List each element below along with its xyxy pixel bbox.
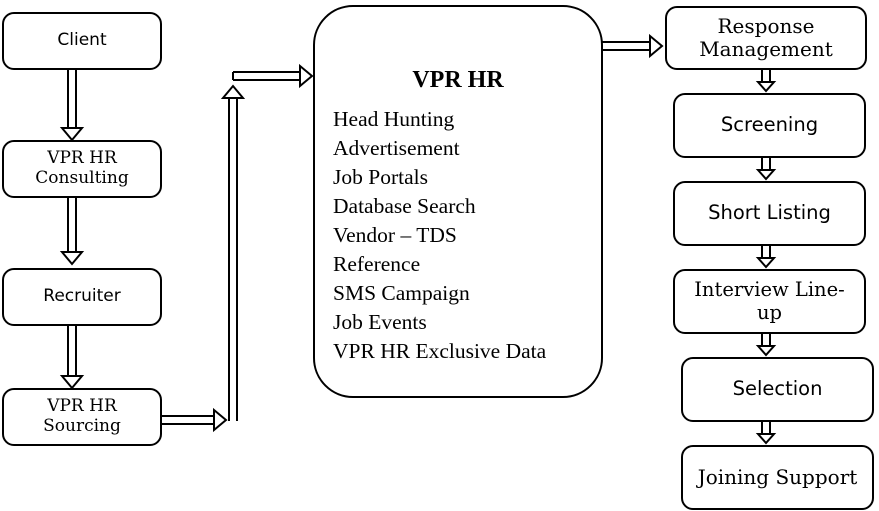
list-item: Database Search: [333, 194, 476, 218]
list-item: Head Hunting: [333, 107, 455, 131]
interview-line-up-label: Interview Line-up: [694, 278, 845, 324]
short-listing-label: Short Listing: [708, 201, 831, 225]
client-label: Client: [57, 30, 107, 51]
list-item: SMS Campaign: [333, 281, 470, 305]
arrow-interview-to-selection: [755, 333, 777, 357]
response-management-label: Response Management: [699, 14, 833, 61]
arrow-selection-to-joining: [755, 421, 777, 445]
recruiter-label: Recruiter: [43, 286, 121, 307]
list-item: Vendor – TDS: [333, 223, 457, 247]
vpr-hr-title: VPR HR: [412, 67, 504, 93]
arrow-response-to-screening: [755, 69, 777, 93]
joining-support-label: Joining Support: [697, 465, 858, 489]
vpr-hr-sourcing-label: VPR HR Sourcing: [43, 396, 121, 436]
list-item: Job Portals: [333, 165, 428, 189]
recruiter-box: Recruiter: [2, 268, 162, 326]
vpr-hr-consulting-label: VPR HR Consulting: [35, 148, 129, 188]
response-management-box: Response Management: [665, 6, 867, 70]
list-item: Job Events: [333, 310, 427, 334]
arrow-shortlisting-to-interview: [755, 245, 777, 269]
arrow-consulting-to-recruiter: [59, 197, 85, 266]
selection-label: Selection: [732, 377, 823, 401]
joining-support-box: Joining Support: [681, 445, 874, 510]
arrow-client-to-consulting: [59, 69, 85, 142]
short-listing-box: Short Listing: [673, 181, 866, 246]
arrow-screening-to-shortlisting: [755, 157, 777, 181]
interview-line-up-box: Interview Line-up: [673, 269, 866, 334]
sourcing-method-list: Head Hunting Advertisement Job Portals D…: [333, 105, 546, 366]
list-item: Advertisement: [333, 136, 460, 160]
arrow-recruiter-to-sourcing: [59, 325, 85, 390]
arrow-sourcing-to-vpr-hr: [160, 63, 314, 433]
screening-box: Screening: [673, 93, 866, 158]
arrow-vpr-hr-to-response: [602, 33, 664, 59]
vpr-hr-sourcing-box: VPR HR Sourcing: [2, 388, 162, 446]
vpr-hr-box: VPR HR Head Hunting Advertisement Job Po…: [313, 5, 603, 398]
screening-label: Screening: [720, 113, 819, 137]
list-item: VPR HR Exclusive Data: [333, 339, 547, 363]
selection-box: Selection: [681, 357, 874, 422]
client-box: Client: [2, 12, 162, 70]
vpr-hr-consulting-box: VPR HR Consulting: [2, 140, 162, 198]
list-item: Reference: [333, 252, 421, 276]
